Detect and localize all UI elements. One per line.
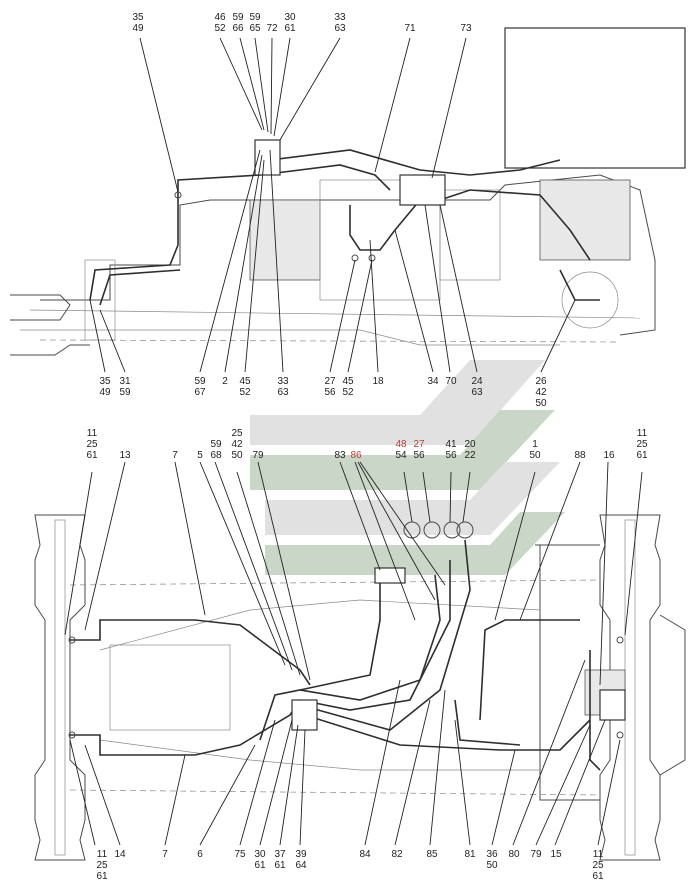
plan-view-leaders <box>64 461 643 846</box>
label-86: 86 <box>350 450 362 461</box>
label-70: 70 <box>445 376 457 387</box>
label-6: 6 <box>197 849 203 860</box>
label-80: 80 <box>508 849 520 860</box>
label-88: 88 <box>574 450 586 461</box>
side-view-leaders <box>89 37 576 373</box>
label-18: 18 <box>372 376 384 387</box>
label-7-top: 7 <box>172 450 178 461</box>
label-83: 83 <box>334 450 346 461</box>
label-75: 75 <box>234 849 246 860</box>
label-14: 14 <box>114 849 126 860</box>
label-13: 13 <box>119 450 131 461</box>
label-5: 5 <box>197 450 203 461</box>
label-73: 73 <box>460 23 472 34</box>
label-79-bottom: 79 <box>530 849 542 860</box>
label-34: 34 <box>427 376 439 387</box>
label-82: 82 <box>391 849 403 860</box>
label-15: 15 <box>550 849 562 860</box>
label-16: 16 <box>603 450 615 461</box>
chevron-stripes-watermark <box>250 360 565 575</box>
label-85: 85 <box>426 849 438 860</box>
cab-outline <box>504 27 686 169</box>
label-79-top: 79 <box>252 450 264 461</box>
label-7-bottom: 7 <box>162 849 168 860</box>
label-71: 71 <box>404 23 416 34</box>
side-view-drawing <box>10 27 686 356</box>
label-72: 72 <box>266 23 278 34</box>
label-81: 81 <box>464 849 476 860</box>
label-84: 84 <box>359 849 371 860</box>
plan-view-drawing <box>34 514 686 861</box>
label-2: 2 <box>222 376 228 387</box>
